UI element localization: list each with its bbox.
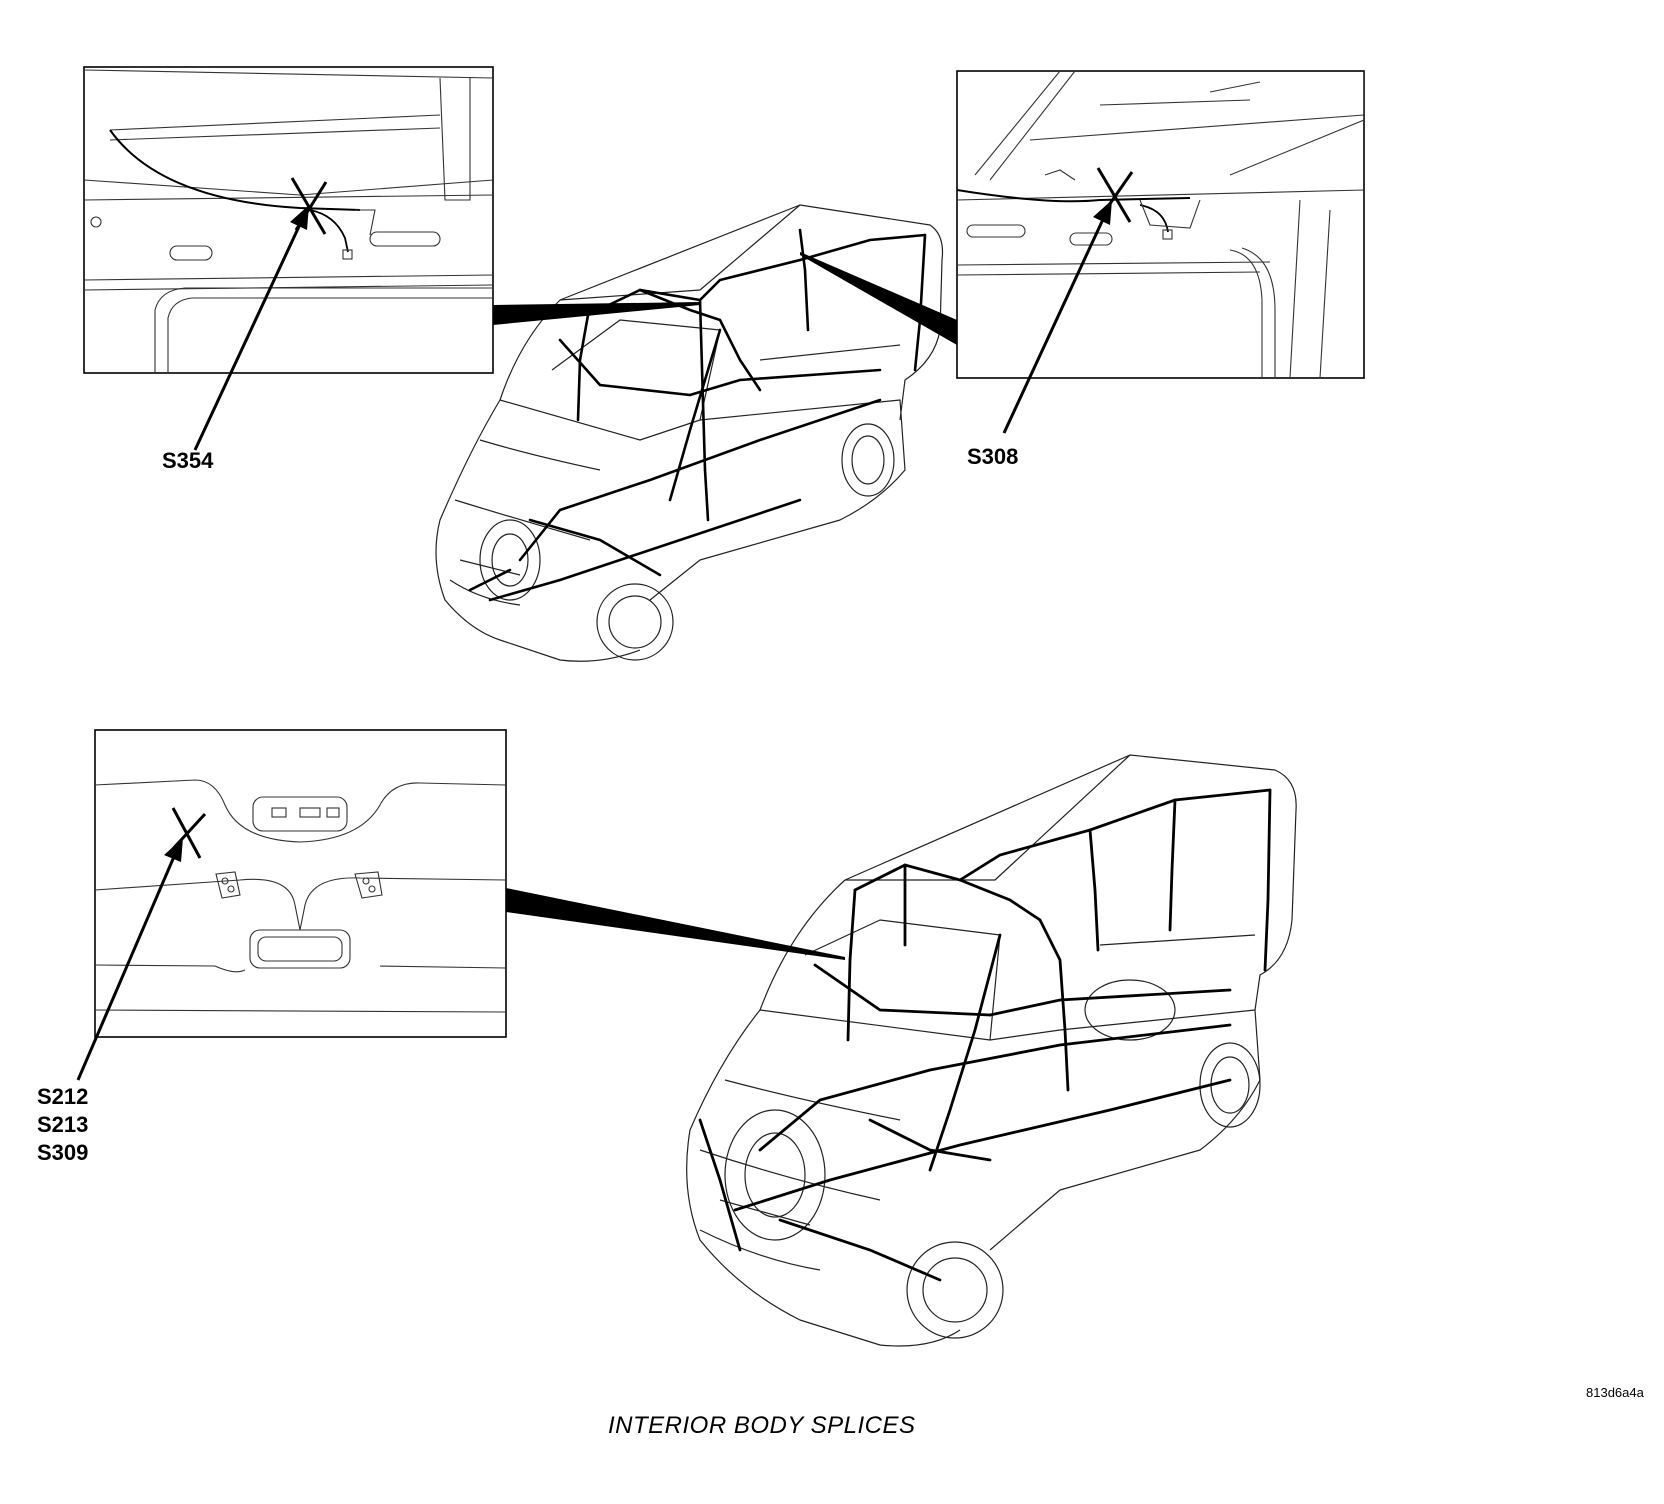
callout-s213: S213 xyxy=(37,1112,89,1137)
callout-label-s354: S354 xyxy=(162,447,213,475)
callout-label-group: S212 S213 S309 xyxy=(37,1083,88,1167)
inset-s354-detail xyxy=(83,66,494,374)
upper-van-illustration xyxy=(435,204,944,662)
leader-arrow-s308 xyxy=(1002,200,1112,434)
callout-label-s308: S308 xyxy=(967,443,1018,471)
callout-s212: S212 xyxy=(37,1084,89,1109)
callout-s308: S308 xyxy=(967,444,1019,469)
leader-arrow-s354 xyxy=(193,205,309,451)
lower-van-illustration xyxy=(686,754,1297,1347)
callout-s354: S354 xyxy=(162,448,214,473)
leader-arrows xyxy=(76,200,1112,1081)
leader-arrow-s212 xyxy=(76,838,183,1081)
inset-s212-s213-s309-detail xyxy=(94,729,507,1038)
callout-s309: S309 xyxy=(37,1140,89,1165)
lower-van-harness xyxy=(698,788,1272,1282)
connector-beams xyxy=(493,252,957,960)
figure-caption: INTERIOR BODY SPLICES xyxy=(608,1412,916,1439)
inset-s308-detail xyxy=(956,70,1365,379)
figure-id: 813d6a4a xyxy=(1586,1385,1644,1400)
